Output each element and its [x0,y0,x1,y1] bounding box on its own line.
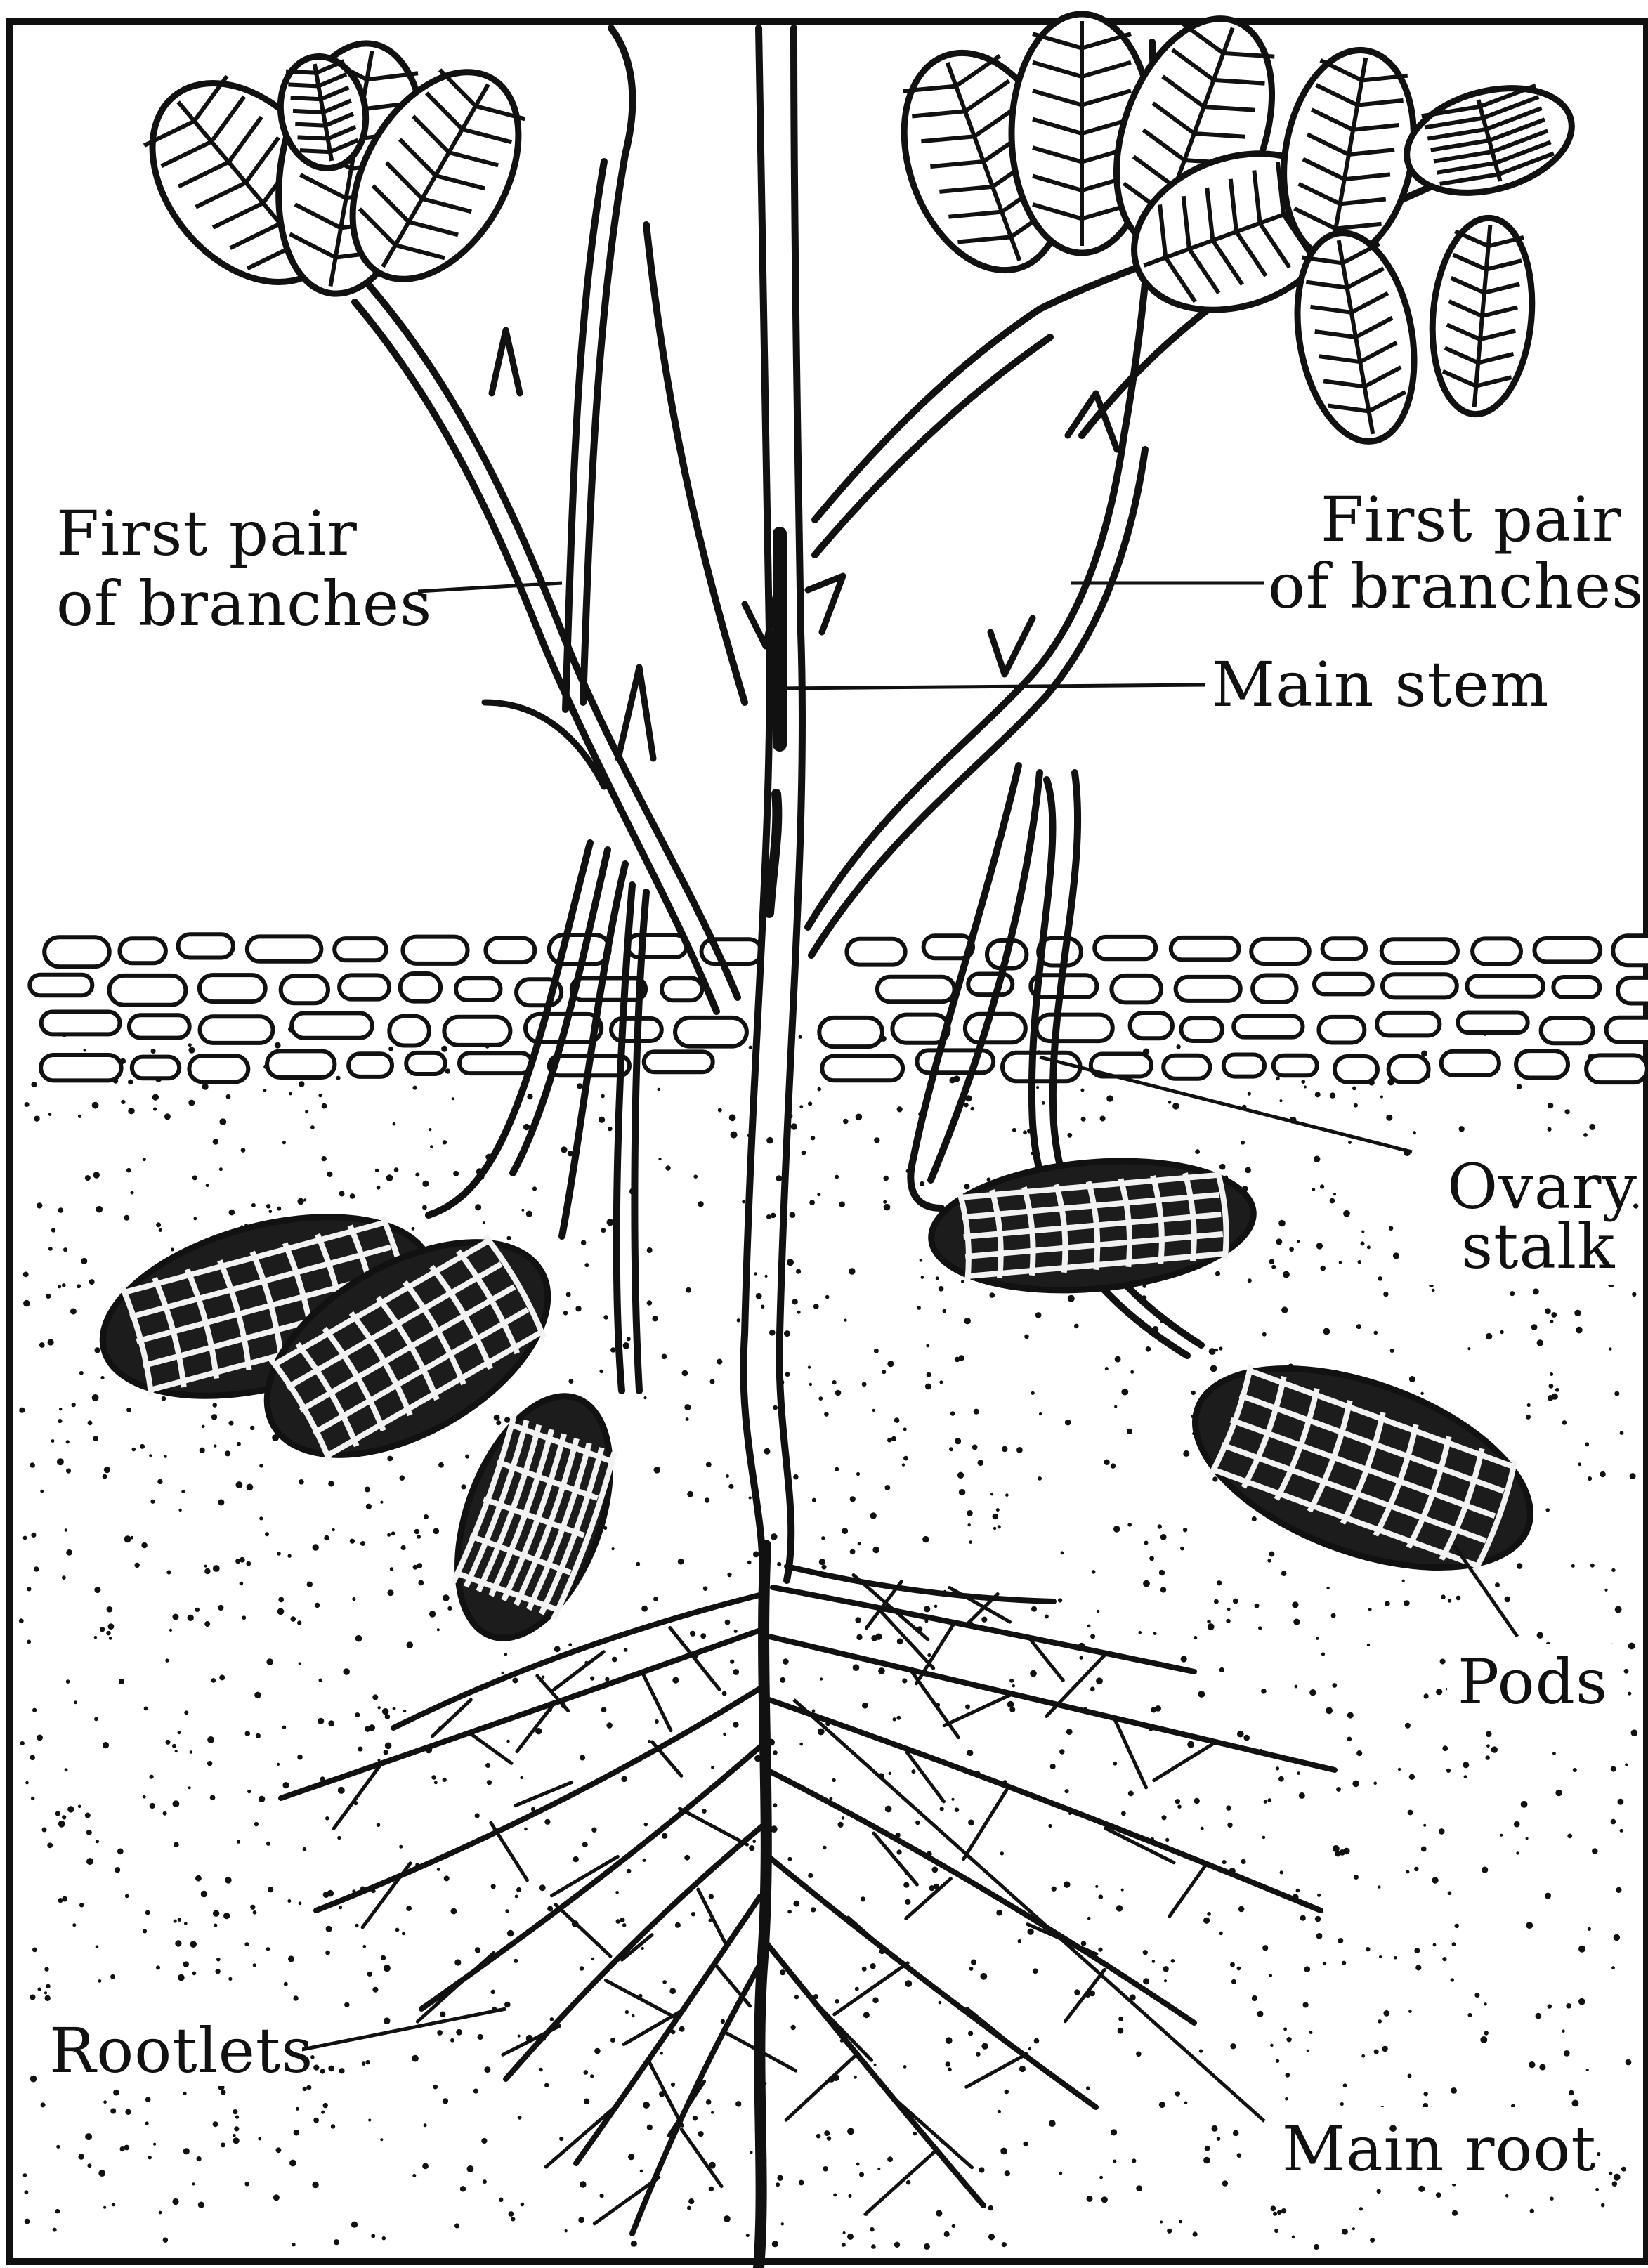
label-rootlets: Rootlets [49,2014,313,2087]
label-pods: Pods [1458,1646,1608,1718]
label-first-pair-left-line1: First pair [56,497,358,570]
label-first-pair-right-line1: First pair [1321,483,1622,556]
label-first-pair-right-line2: of branches [1268,550,1644,622]
label-ovary-stalk-line2: stalk [1461,1210,1615,1283]
label-main-stem: Main stem [1212,648,1549,721]
label-main-root: Main root [1282,2113,1597,2185]
main-root [759,1545,766,2268]
label-first-pair-left-line2: of branches [56,568,432,640]
